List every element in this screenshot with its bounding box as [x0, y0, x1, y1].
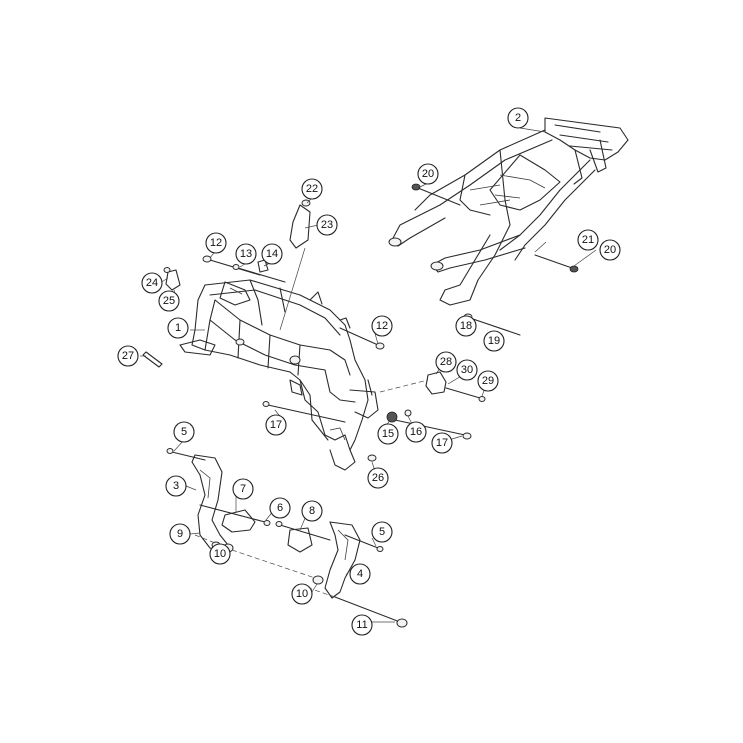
callout-label: 5 — [181, 426, 187, 438]
callout-6[interactable]: 6 — [269, 497, 291, 519]
callout-label: 15 — [382, 428, 394, 440]
swingarm-bolt — [299, 584, 408, 628]
callout-12-right[interactable]: 12 — [371, 315, 393, 337]
callout-17-left[interactable]: 17 — [265, 414, 287, 436]
callout-label: 21 — [582, 234, 594, 246]
callout-label: 5 — [379, 526, 385, 538]
callout-18[interactable]: 18 — [455, 315, 477, 337]
callout-29[interactable]: 29 — [477, 370, 499, 392]
engine-bracket-small — [275, 521, 331, 553]
callout-30[interactable]: 30 — [456, 359, 478, 381]
callout-label: 17 — [436, 437, 448, 449]
headstock-bracket — [279, 199, 311, 331]
callout-16[interactable]: 16 — [405, 421, 427, 443]
callout-label: 10 — [296, 588, 308, 600]
callout-label: 3 — [173, 480, 179, 492]
callout-label: 4 — [357, 568, 363, 580]
callout-label: 10 — [214, 548, 226, 560]
callout-17-right[interactable]: 17 — [431, 432, 453, 454]
callout-8[interactable]: 8 — [301, 500, 323, 522]
callout-label: 28 — [440, 356, 452, 368]
callout-label: 23 — [321, 219, 333, 231]
frame-top-bolts — [202, 255, 385, 350]
callout-label: 29 — [482, 375, 494, 387]
callout-25[interactable]: 25 — [158, 290, 180, 312]
callout-4[interactable]: 4 — [349, 563, 371, 585]
callout-20-right[interactable]: 20 — [599, 239, 621, 261]
callout-26[interactable]: 26 — [367, 467, 389, 489]
callout-9[interactable]: 9 — [169, 523, 191, 545]
callout-28[interactable]: 28 — [435, 351, 457, 373]
callout-24[interactable]: 24 — [141, 272, 163, 294]
callout-label: 30 — [461, 364, 473, 376]
callout-label: 6 — [277, 502, 283, 514]
callout-label: 7 — [240, 483, 246, 495]
callout-3[interactable]: 3 — [165, 475, 187, 497]
callout-10-right[interactable]: 10 — [291, 583, 313, 605]
callout-1[interactable]: 1 — [167, 317, 189, 339]
callout-12-top[interactable]: 12 — [205, 232, 227, 254]
callout-label: 26 — [372, 472, 384, 484]
callout-11[interactable]: 11 — [351, 614, 373, 636]
callout-15[interactable]: 15 — [377, 423, 399, 445]
callout-label: 9 — [177, 528, 183, 540]
callout-7[interactable]: 7 — [232, 478, 254, 500]
callout-label: 1 — [175, 322, 181, 334]
callout-5-top[interactable]: 5 — [173, 421, 195, 443]
callout-label: 17 — [270, 419, 282, 431]
callout-label: 19 — [488, 335, 500, 347]
callout-label: 14 — [266, 248, 278, 260]
leader-lines — [140, 127, 597, 623]
callout-21[interactable]: 21 — [577, 229, 599, 251]
frame-pin — [142, 351, 163, 368]
callout-label: 12 — [376, 320, 388, 332]
callouts: 1 2 3 4 5 5 6 7 8 9 10 10 11 12 12 13 14… — [117, 107, 621, 636]
engine-bracket-middle — [199, 504, 271, 533]
main-frame — [179, 279, 379, 471]
callout-14[interactable]: 14 — [261, 243, 283, 265]
callout-label: 24 — [146, 277, 158, 289]
callout-23[interactable]: 23 — [316, 214, 338, 236]
callout-label: 27 — [122, 350, 134, 362]
callout-2[interactable]: 2 — [507, 107, 529, 129]
callout-label: 12 — [210, 237, 222, 249]
callout-label: 16 — [410, 426, 422, 438]
callout-19[interactable]: 19 — [483, 330, 505, 352]
callout-27[interactable]: 27 — [117, 345, 139, 367]
rear-subframe — [388, 117, 629, 306]
engine-bracket-right — [324, 521, 384, 599]
callout-label: 20 — [604, 244, 616, 256]
callout-22[interactable]: 22 — [301, 178, 323, 200]
callout-label: 8 — [309, 505, 315, 517]
callout-10-left[interactable]: 10 — [209, 543, 231, 565]
callout-label: 22 — [306, 183, 318, 195]
callout-label: 13 — [240, 248, 252, 260]
engine-mount-bolts — [262, 401, 472, 462]
callout-20-top[interactable]: 20 — [417, 163, 439, 185]
callout-label: 18 — [460, 320, 472, 332]
callout-label: 11 — [356, 619, 367, 631]
callout-5-right[interactable]: 5 — [371, 521, 393, 543]
callout-13[interactable]: 13 — [235, 243, 257, 265]
callout-label: 2 — [515, 112, 521, 124]
callout-label: 20 — [422, 168, 434, 180]
rubber-damper — [379, 371, 486, 402]
cable-clip — [163, 267, 181, 291]
callout-label: 25 — [163, 295, 175, 307]
